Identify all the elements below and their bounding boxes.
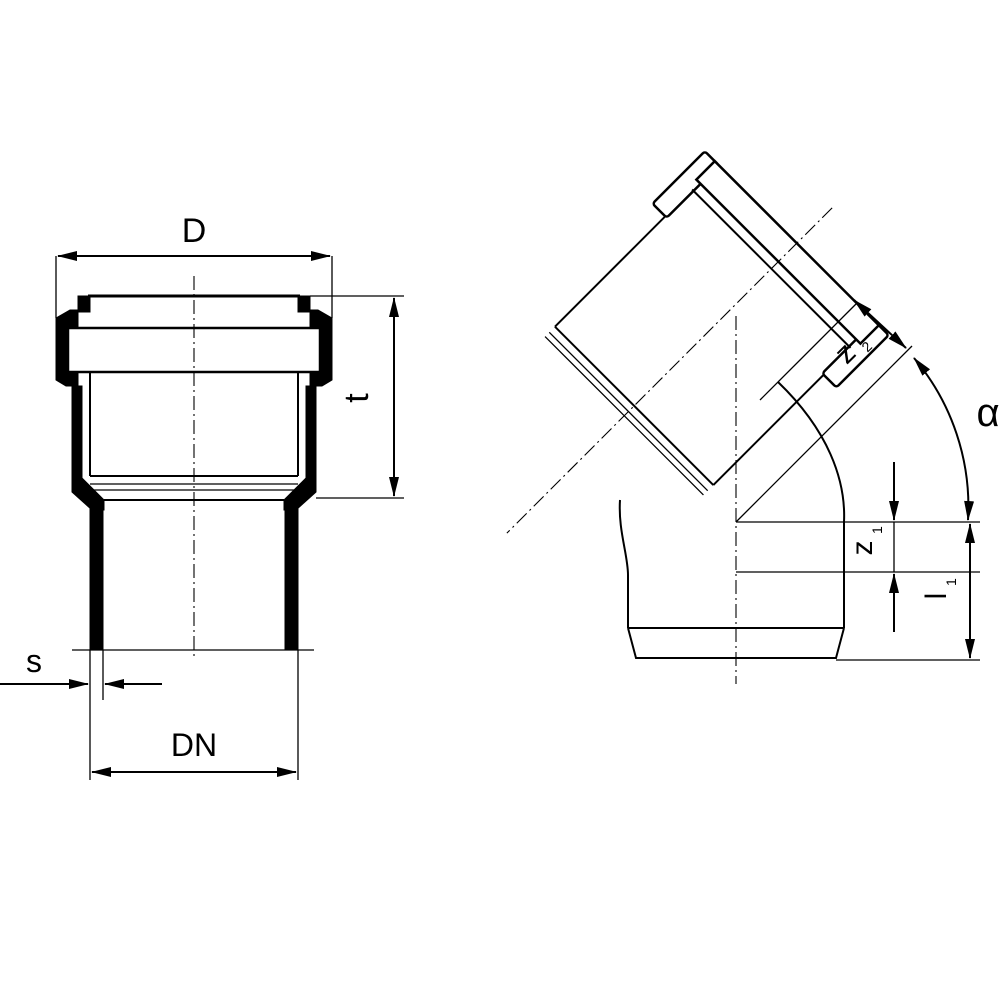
dimension-t: t [310,295,404,499]
label-z1: z [846,541,879,556]
label-t: t [338,393,376,403]
label-l1-sub: 1 [943,578,959,586]
elbow-body-right [777,381,846,628]
dimension-alpha: α [913,357,1000,521]
elbow-socket-side-left [554,215,666,328]
elbow-socket-side-right [712,374,825,486]
socket-wall-left [71,385,83,479]
dimension-DN: DN [91,650,299,780]
dimension-l1: l 1 [920,523,975,659]
label-DN: DN [171,727,217,763]
z2-extension-2 [735,345,913,523]
alpha-arc [913,357,975,521]
label-s: s [26,643,42,679]
elbow-fitting-section [506,151,980,684]
elbow-body-left [618,499,629,628]
label-alpha: α [976,391,999,435]
elbow-collar-left [652,151,720,218]
dimension-D: D [55,212,333,318]
label-D: D [182,212,207,250]
elbow-socket [506,151,889,534]
dimension-z1: z 1 [846,462,899,632]
z2-dimension-line [853,299,907,349]
label-l1: l [920,593,953,600]
pipe-wall-left [89,499,104,651]
elbow-axis-inclined [506,207,833,534]
dimension-s: s [0,643,162,780]
rim-left [77,295,91,313]
straight-pipe-section [55,276,333,660]
label-z1-sub: 1 [869,526,885,534]
rim-right [297,295,311,313]
pipe-wall-right [284,499,299,651]
z2-extension-1 [759,301,859,401]
socket-wall-right [305,385,317,479]
elbow-socket-base-1 [554,325,715,486]
